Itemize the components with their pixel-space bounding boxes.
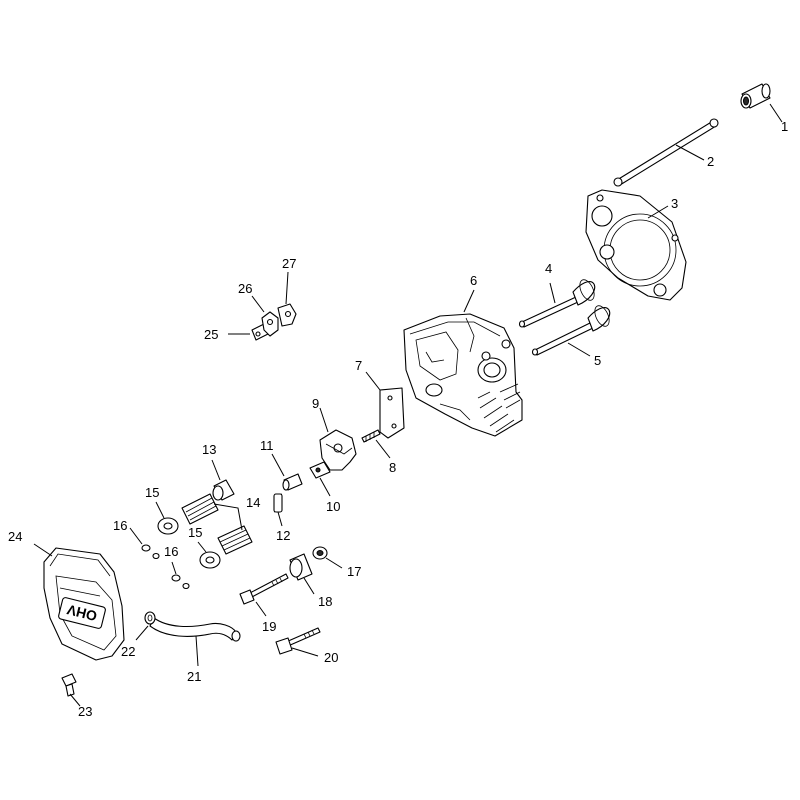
leader-15a (155, 501, 165, 519)
part-valve-cap (212, 479, 235, 501)
part-valve-cover: OHV (43, 547, 125, 661)
part-retainer-upper (157, 517, 179, 535)
callout-23: 23 (78, 704, 92, 719)
leader-23 (69, 693, 81, 707)
leader-21 (195, 635, 199, 667)
leader-22 (135, 625, 149, 641)
leader-11 (271, 453, 285, 477)
callout-22: 22 (121, 644, 135, 659)
leader-5 (567, 342, 591, 357)
leader-17 (325, 557, 343, 569)
callout-26: 26 (238, 281, 252, 296)
leader-1 (769, 103, 783, 123)
leader-27 (285, 271, 289, 305)
part-cover-screw (61, 673, 77, 697)
callout-13: 13 (202, 442, 216, 457)
leader-12 (277, 511, 283, 527)
part-retainer-lower (199, 551, 221, 569)
callout-4: 4 (545, 261, 552, 276)
part-rocker-arm (319, 429, 357, 471)
leader-13 (211, 459, 221, 481)
leader-2 (675, 144, 705, 161)
leader-20 (291, 647, 319, 657)
callout-27: 27 (282, 256, 296, 271)
part-valve-spring-upper (181, 493, 219, 525)
part-small-spring (273, 493, 283, 513)
callout-19: 19 (262, 619, 276, 634)
callout-1: 1 (781, 119, 788, 134)
callout-18: 18 (318, 594, 332, 609)
part-bolt-long (239, 573, 289, 605)
callout-11: 11 (260, 438, 274, 453)
callout-24: 24 (8, 529, 22, 544)
part-guide-plate (379, 387, 405, 439)
callout-15b: 15 (188, 525, 202, 540)
callout-3: 3 (671, 196, 678, 211)
part-spacer (289, 553, 313, 581)
leader-16a (129, 527, 143, 545)
leader-19 (255, 601, 267, 617)
leader-7 (365, 371, 381, 391)
callout-16a: 16 (113, 518, 127, 533)
leader-18 (303, 577, 315, 595)
part-keeper-upper (141, 544, 160, 560)
callout-7: 7 (355, 358, 362, 373)
leader-15b (197, 541, 207, 553)
callout-10: 10 (326, 499, 340, 514)
part-head-gasket (585, 189, 687, 301)
callout-12: 12 (276, 528, 290, 543)
leader-26 (251, 295, 265, 313)
callout-14: 14 (246, 495, 260, 510)
callout-9: 9 (312, 396, 319, 411)
part-bracket (261, 311, 279, 337)
part-pivot (309, 461, 331, 479)
callout-2: 2 (707, 154, 714, 169)
part-valve-lifter (740, 83, 771, 109)
part-push-rod (613, 118, 719, 187)
callout-25: 25 (204, 327, 218, 342)
leader-6 (463, 289, 475, 313)
leader-9 (319, 407, 329, 433)
leader-8 (375, 439, 391, 459)
part-washer (312, 546, 328, 560)
part-valve-spring-lower (217, 525, 253, 555)
part-intake-valve (518, 279, 596, 328)
callout-20: 20 (324, 650, 338, 665)
cover-logo: OHV (65, 601, 99, 624)
leader-3 (647, 205, 669, 219)
part-stud (361, 429, 381, 443)
part-keeper-lower (171, 574, 190, 590)
callout-21: 21 (187, 669, 201, 684)
leader-14 (213, 503, 243, 531)
leader-24 (33, 543, 53, 557)
leader-10 (319, 477, 331, 497)
part-cylinder-head (403, 313, 523, 437)
part-tab (277, 303, 297, 327)
part-breather-hose (149, 617, 241, 642)
part-hose-clamp (144, 611, 156, 625)
callout-6: 6 (470, 273, 477, 288)
leader-4 (549, 282, 556, 304)
part-bolt-short (275, 627, 321, 655)
callout-17: 17 (347, 564, 361, 579)
callout-15a: 15 (145, 485, 159, 500)
leader-16b (171, 561, 177, 575)
part-exhaust-valve (531, 305, 611, 356)
part-adjuster (282, 473, 303, 491)
callout-16b: 16 (164, 544, 178, 559)
callout-5: 5 (594, 353, 601, 368)
callout-8: 8 (389, 460, 396, 475)
